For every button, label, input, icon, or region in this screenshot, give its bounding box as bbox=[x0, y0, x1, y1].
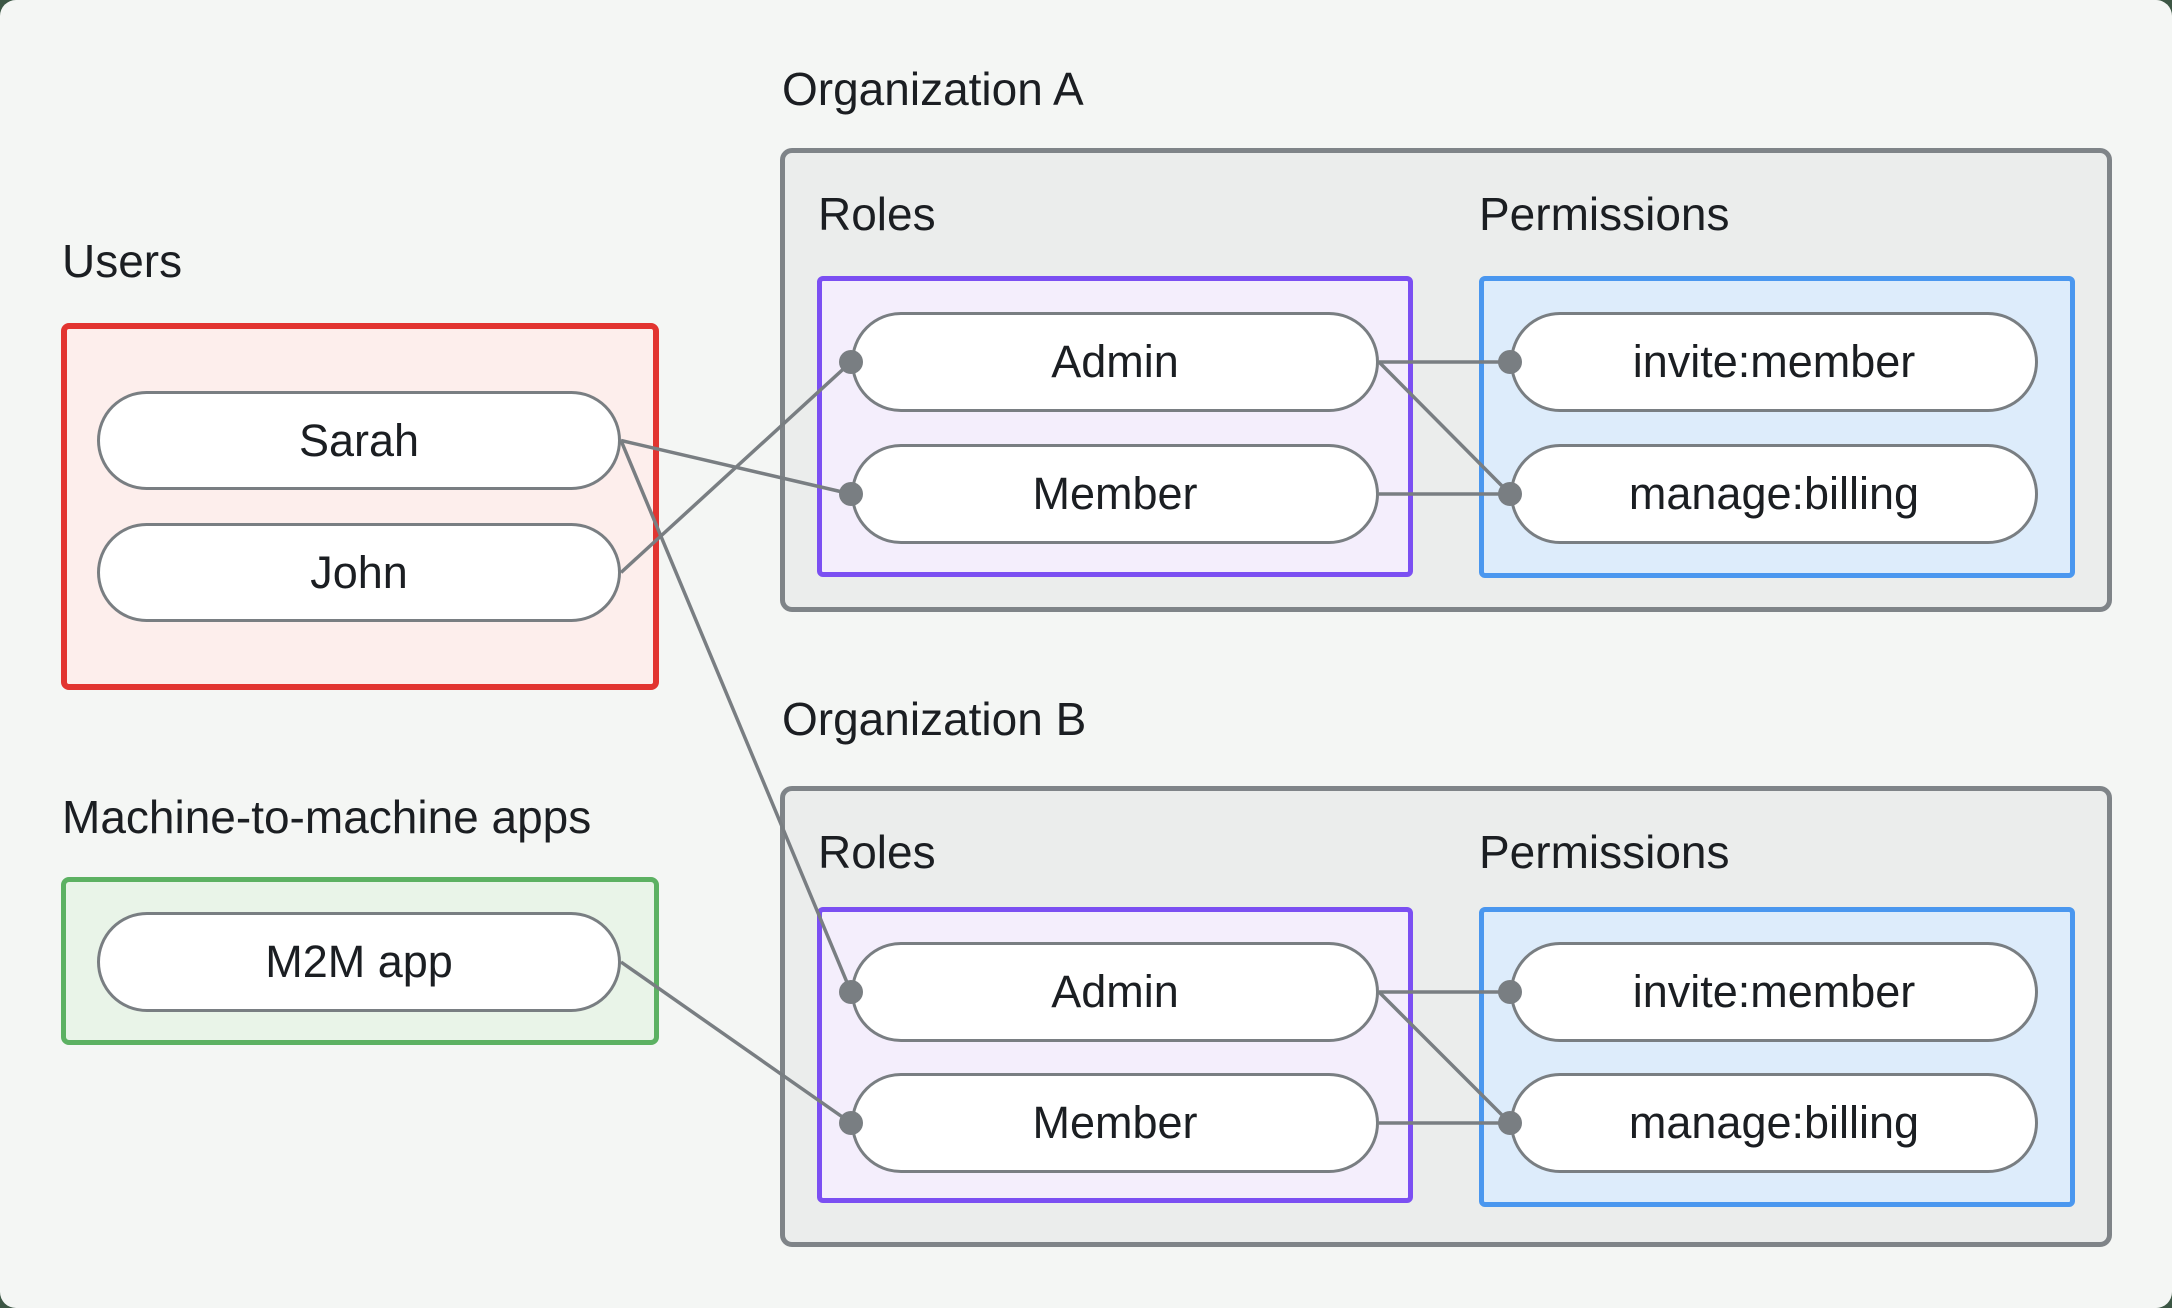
organization-b-title: Organization B bbox=[782, 693, 1087, 745]
org-a-role-member-node: Member bbox=[851, 444, 1379, 544]
organization-a-title: Organization A bbox=[782, 63, 1084, 115]
users-group-label: Users bbox=[62, 235, 183, 287]
org-a-role-admin-node: Admin bbox=[851, 312, 1379, 412]
org-b-permission-invite-member-node: invite:member bbox=[1510, 942, 2038, 1042]
org-a-permission-manage-billing-node: manage:billing bbox=[1510, 444, 2038, 544]
org-b-permissions-label: Permissions bbox=[1479, 826, 1730, 878]
org-b-role-member-node: Member bbox=[851, 1073, 1379, 1173]
user-node-sarah: Sarah bbox=[97, 391, 621, 490]
users-group-box bbox=[61, 323, 659, 690]
org-b-role-admin-node: Admin bbox=[851, 942, 1379, 1042]
org-a-permissions-label: Permissions bbox=[1479, 188, 1730, 240]
m2m-app-node: M2M app bbox=[97, 912, 621, 1012]
org-b-roles-label: Roles bbox=[818, 826, 936, 878]
org-a-permission-invite-member-node: invite:member bbox=[1510, 312, 2038, 412]
user-node-john: John bbox=[97, 523, 621, 622]
m2m-group-label: Machine-to-machine apps bbox=[62, 791, 592, 843]
org-a-roles-label: Roles bbox=[818, 188, 936, 240]
org-b-permission-manage-billing-node: manage:billing bbox=[1510, 1073, 2038, 1173]
